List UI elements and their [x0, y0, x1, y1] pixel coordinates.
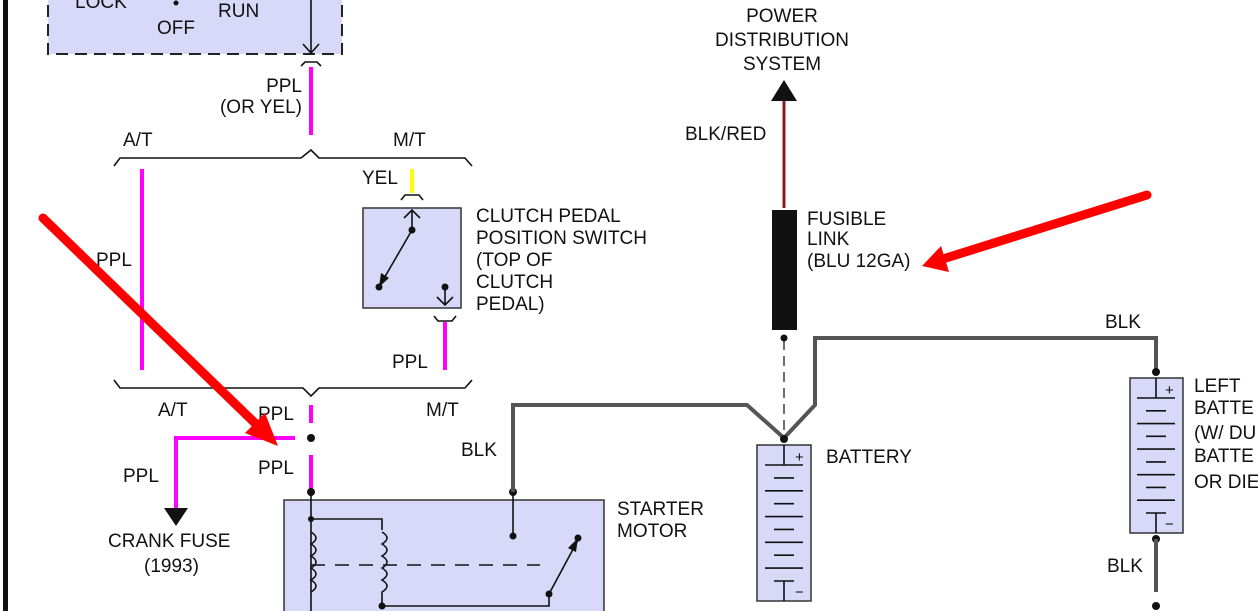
option-brace	[113, 148, 473, 167]
svg-text:POSITION SWITCH: POSITION SWITCH	[476, 228, 647, 249]
starter-label: STARTER	[617, 499, 704, 520]
crank-fuse-year: (1993)	[144, 556, 199, 577]
svg-text:FUSIBLE: FUSIBLE	[807, 209, 886, 230]
svg-text:LINK: LINK	[807, 229, 850, 250]
svg-text:CLUTCH: CLUTCH	[476, 272, 553, 293]
wire-label: BLK	[1107, 556, 1143, 577]
ignition-off-label: OFF	[157, 18, 195, 39]
svg-text:−: −	[1165, 516, 1174, 533]
wire-label: BLK	[1105, 312, 1141, 333]
wire-label: YEL	[362, 168, 398, 189]
wire-blk-left-battery	[782, 336, 1158, 440]
svg-text:DISTRIBUTION: DISTRIBUTION	[715, 30, 849, 51]
svg-text:PEDAL): PEDAL)	[476, 294, 545, 315]
wire-label: PPL	[266, 76, 302, 97]
wire-label: PPL	[392, 352, 428, 373]
svg-text:(TOP OF: (TOP OF	[476, 250, 552, 271]
svg-text:+: +	[1165, 382, 1174, 399]
wire-label: PPL	[96, 250, 132, 271]
battery-label: BATTERY	[826, 447, 912, 468]
clutch-switch-label: CLUTCH PEDAL POSITION SWITCH (TOP OF CLU…	[476, 206, 647, 315]
arrow-up-icon	[771, 80, 797, 101]
svg-text:OR DIE: OR DIE	[1194, 472, 1258, 493]
connector	[300, 61, 322, 67]
splice	[307, 434, 315, 442]
wire-label: (OR YEL)	[220, 97, 302, 118]
wire-ppl-crank-fuse	[174, 436, 295, 508]
left-border	[3, 0, 8, 611]
power-distribution-label: POWER DISTRIBUTION SYSTEM	[715, 6, 849, 75]
ignition-lock-label: LOCK	[75, 0, 127, 13]
connector	[433, 315, 457, 322]
left-battery: + −	[1129, 368, 1184, 610]
svg-text:BATTE: BATTE	[1194, 446, 1254, 467]
option-label: M/T	[426, 400, 459, 421]
svg-text:SYSTEM: SYSTEM	[743, 54, 821, 75]
left-battery-label: LEFT BATTE (W/ DU BATTE OR DIE	[1194, 376, 1258, 493]
annotation-arrow-left	[38, 213, 278, 446]
option-label: M/T	[393, 130, 426, 151]
option-label: A/T	[123, 130, 153, 151]
starter-motor	[283, 488, 605, 611]
svg-text:LEFT: LEFT	[1194, 376, 1241, 397]
wire-blk-starter	[511, 403, 786, 492]
annotation-arrow-right	[922, 190, 1152, 272]
svg-text:BATTE: BATTE	[1194, 398, 1254, 419]
wire-label: PPL	[123, 466, 159, 487]
svg-text:(BLU 12GA): (BLU 12GA)	[807, 251, 910, 272]
fusible-link	[772, 210, 797, 330]
starter-label: MOTOR	[617, 521, 687, 542]
battery: + −	[756, 435, 812, 602]
option-brace	[113, 379, 473, 398]
svg-text:(W/ DU: (W/ DU	[1194, 423, 1256, 444]
svg-text:CLUTCH PEDAL: CLUTCH PEDAL	[476, 206, 621, 227]
ignition-run-label: RUN	[218, 1, 259, 22]
wire-label: PPL	[258, 458, 294, 479]
svg-text:POWER: POWER	[746, 6, 818, 27]
connector	[400, 194, 424, 201]
option-label: A/T	[158, 400, 188, 421]
fusible-link-label: FUSIBLE LINK (BLU 12GA)	[807, 209, 910, 272]
clutch-pedal-position-switch	[362, 207, 462, 309]
wire-label: BLK	[461, 440, 497, 461]
crank-fuse-label: CRANK FUSE	[108, 531, 230, 552]
svg-text:−: −	[795, 584, 804, 601]
arrow-down-icon	[164, 508, 188, 526]
svg-text:+: +	[795, 449, 804, 466]
ignition-switch: LOCK OFF RUN	[47, 0, 343, 55]
wire-label: BLK/RED	[685, 124, 766, 145]
